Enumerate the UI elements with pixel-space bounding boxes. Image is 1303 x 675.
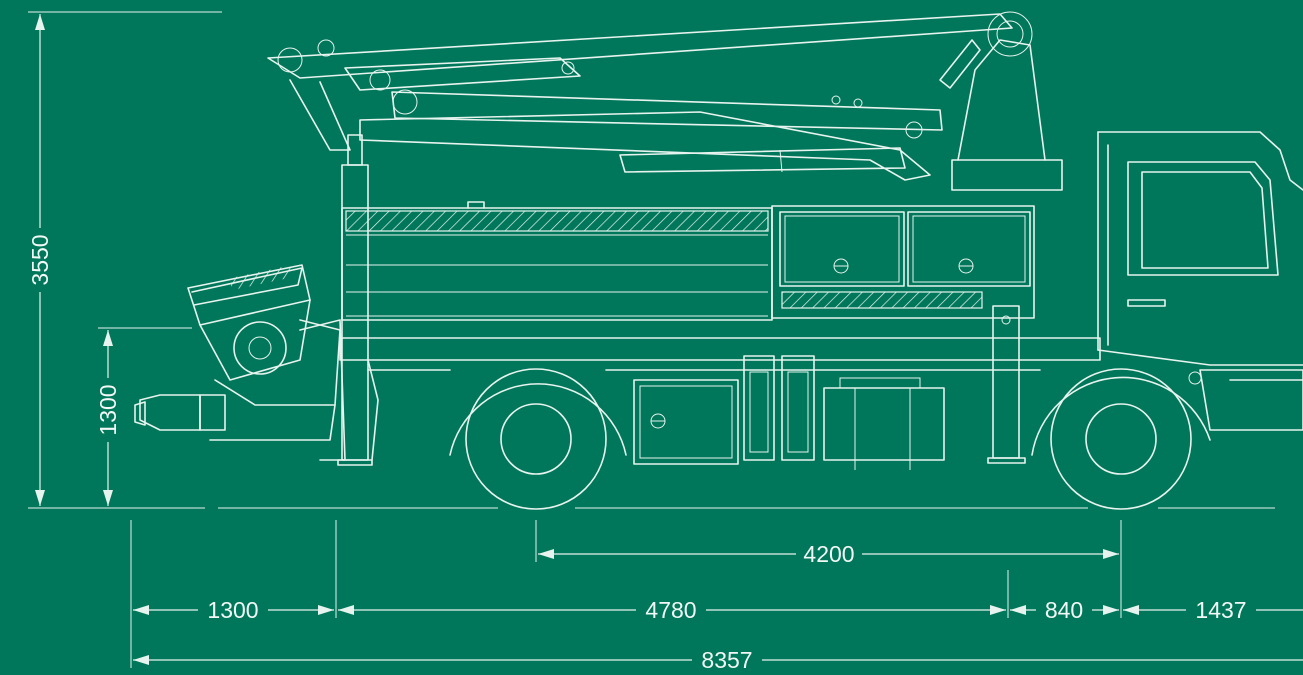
dimension-row-segments: 1300 4780 840 1437 [133, 596, 1303, 624]
label-axle-offset: 840 [1045, 597, 1083, 623]
dimension-wheelbase: 4200 [538, 540, 1119, 568]
label-front-overhang: 1437 [1195, 597, 1246, 623]
label-total-length: 8357 [701, 647, 752, 673]
label-height-total: 3550 [27, 234, 53, 285]
dimension-extension-lines [130, 520, 1122, 668]
label-wheelbase: 4200 [803, 541, 854, 567]
truck-outline [337, 11, 1101, 470]
rear-hopper-unit [134, 264, 346, 461]
label-height-hopper: 1300 [95, 384, 121, 435]
front-wheel [1031, 368, 1211, 510]
concrete-pump-boom [267, 13, 1013, 181]
rear-wheel [449, 368, 627, 510]
dimension-height-total: 3550 [27, 11, 222, 506]
truck-cab [1097, 131, 1303, 431]
dimension-total-length: 8357 [133, 646, 1303, 674]
dimension-height-hopper: 1300 [95, 327, 192, 506]
label-body-length: 4780 [645, 597, 696, 623]
label-rear-overhang: 1300 [207, 597, 258, 623]
